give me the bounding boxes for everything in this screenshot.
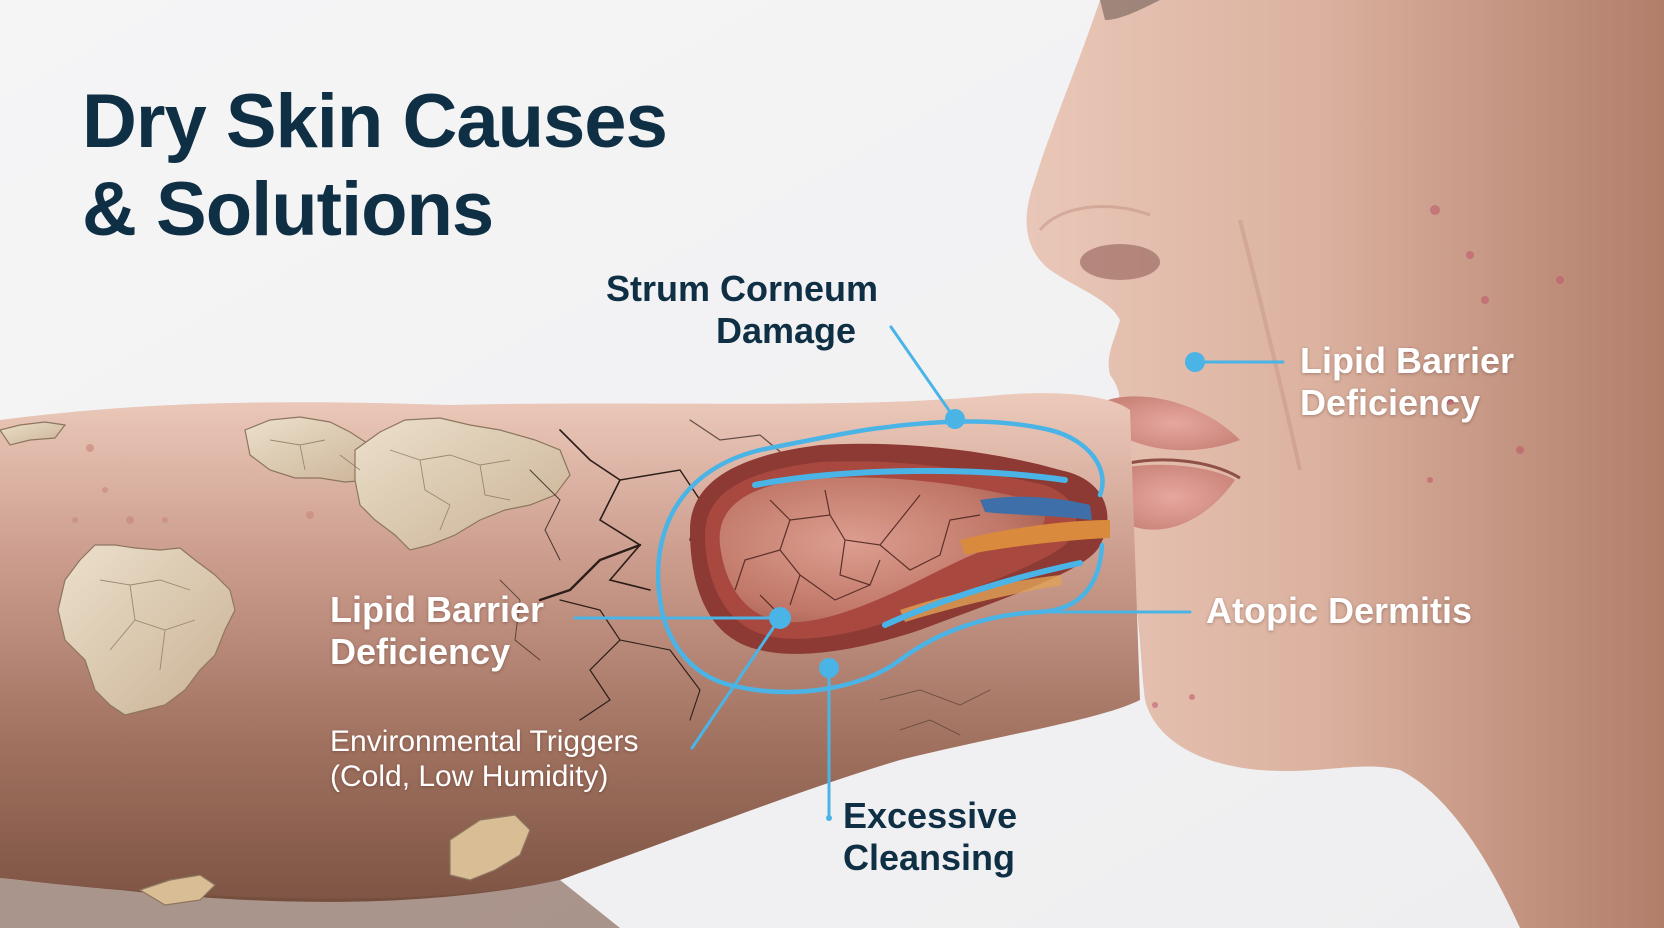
leader-dots — [769, 352, 1205, 821]
dot-stratum — [945, 409, 965, 429]
label-stratum-corneum-damage: Strum Corneum Damage — [606, 268, 879, 351]
leader-lines — [573, 325, 1285, 820]
face — [1026, 0, 1664, 928]
title-line-1: Dry Skin Causes — [82, 79, 668, 164]
title-line-2: & Solutions — [82, 167, 494, 252]
dot-cleansing — [819, 658, 839, 678]
label-excessive-cleansing: Excessive Cleansing — [843, 795, 1018, 878]
label-atopic-dermatitis: Atopic Dermitis — [1206, 590, 1473, 631]
page-title: Dry Skin Causes & Solutions — [82, 78, 668, 254]
skin-cross-section — [655, 419, 1110, 695]
label-environmental-triggers: Environmental Triggers (Cold, Low Humidi… — [330, 725, 639, 793]
dot-lipid-arm — [769, 607, 791, 629]
label-lipid-barrier-arm: Lipid Barrier Deficiency — [330, 589, 545, 672]
skin-flakes — [0, 416, 571, 906]
label-lipid-barrier-face: Lipid Barrier Deficiency — [1300, 340, 1515, 423]
dot-lipid-face — [1185, 352, 1205, 372]
